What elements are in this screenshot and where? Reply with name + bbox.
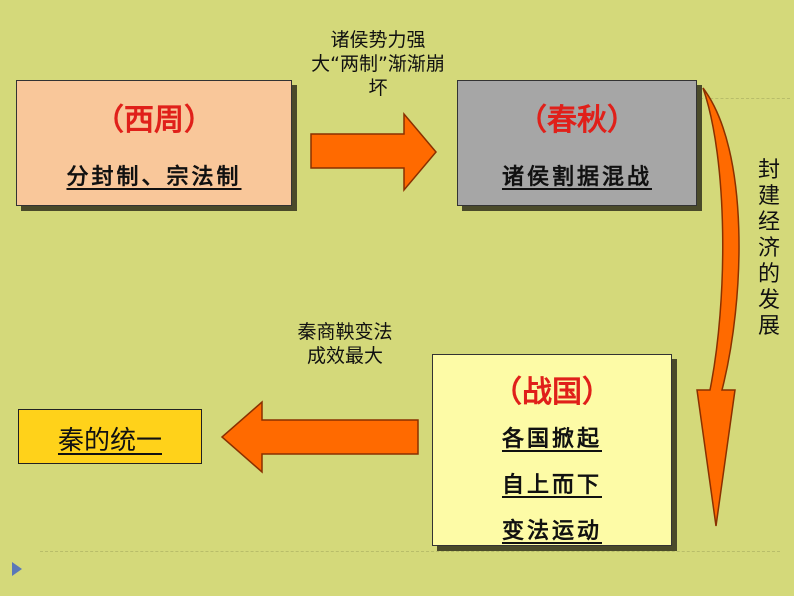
box-chunqiu: （春秋） 诸侯割据混战 bbox=[457, 80, 697, 206]
play-triangle-icon[interactable] bbox=[12, 562, 22, 576]
box-xizhou: （西周） 分封制、宗法制 bbox=[16, 80, 292, 206]
divider-bottom bbox=[40, 551, 780, 552]
arrow-label-right: 封建经济的发展 bbox=[757, 158, 780, 339]
box-zhanguo-title: （战国） bbox=[492, 375, 612, 410]
box-zhanguo-line-3: 变法运动 bbox=[501, 519, 602, 544]
box-qin: 秦的统一 bbox=[18, 409, 202, 464]
box-chunqiu-title: （春秋） bbox=[517, 103, 637, 138]
arrow-label-top: 诸侯势力强大“两制”渐渐崩坏 bbox=[311, 29, 445, 99]
box-qin-title: 秦的统一 bbox=[57, 426, 162, 456]
box-zhanguo-line-1: 各国掀起 bbox=[501, 427, 602, 452]
arrow-xizhou-to-chunqiu bbox=[310, 111, 437, 193]
box-xizhou-line: 分封制、宗法制 bbox=[66, 165, 242, 190]
arrow-chunqiu-to-zhanguo bbox=[696, 87, 740, 527]
arrow-zhanguo-to-qin bbox=[220, 400, 419, 474]
box-chunqiu-line: 诸侯割据混战 bbox=[501, 165, 652, 190]
divider-top bbox=[700, 98, 790, 99]
box-xizhou-title: （西周） bbox=[94, 103, 214, 138]
box-zhanguo: （战国） 各国掀起 自上而下 变法运动 bbox=[432, 354, 672, 546]
box-zhanguo-line-2: 自上而下 bbox=[501, 473, 602, 498]
arrow-label-bottom: 秦商鞅变法成效最大 bbox=[297, 321, 393, 367]
